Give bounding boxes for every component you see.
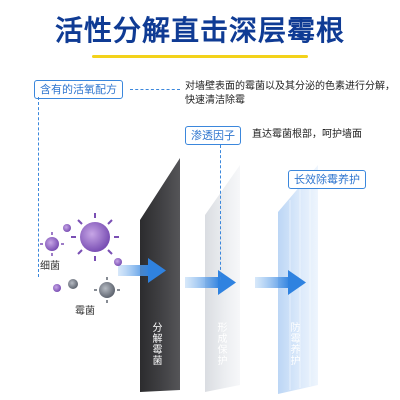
mold-spore-1 — [94, 277, 120, 303]
headline-underline — [92, 55, 308, 58]
arrow-into-decompose — [118, 258, 166, 283]
decompose-panel — [140, 158, 180, 392]
penetration-leader — [220, 145, 221, 280]
active-oxygen-description: 对墙壁表面的霉菌以及其分泌的色素进行分解， 快速清洁除霉 — [185, 80, 395, 108]
active-oxygen-text-line2: 快速清洁除霉 — [185, 95, 245, 106]
active-oxygen-tag: 含有的活氧配方 — [34, 80, 123, 99]
decompose-panel-label: 分解霉菌 — [150, 322, 161, 366]
penetration-description: 直达霉菌根部，呵护墙面 — [252, 129, 362, 140]
long-lasting-tag: 长效除霉养护 — [288, 170, 366, 189]
active-oxygen-leader — [130, 89, 180, 90]
mold-label: 霉菌 — [75, 306, 95, 317]
arrow-into-mold-care — [255, 270, 306, 295]
bacteria-label: 细菌 — [40, 261, 60, 272]
headline-banner: 活性分解直击深层霉根 — [0, 0, 400, 58]
bacteria-small-1 — [40, 232, 64, 256]
mold-spore-2 — [68, 279, 78, 289]
active-oxygen-text-line1: 对墙壁表面的霉菌以及其分泌的色素进行分解， — [185, 81, 395, 92]
penetration-tag: 渗透因子 — [185, 126, 241, 145]
protect-panel-label: 形成保护 — [215, 322, 226, 366]
bacteria-large — [71, 213, 119, 261]
headline-text: 活性分解直击深层霉根 — [54, 14, 345, 47]
mold-care-panel-label: 防霉养护 — [288, 322, 299, 366]
bacteria-small-2 — [53, 224, 122, 292]
arrow-into-protect — [185, 270, 236, 295]
active-oxygen-leader-vertical — [38, 97, 39, 277]
